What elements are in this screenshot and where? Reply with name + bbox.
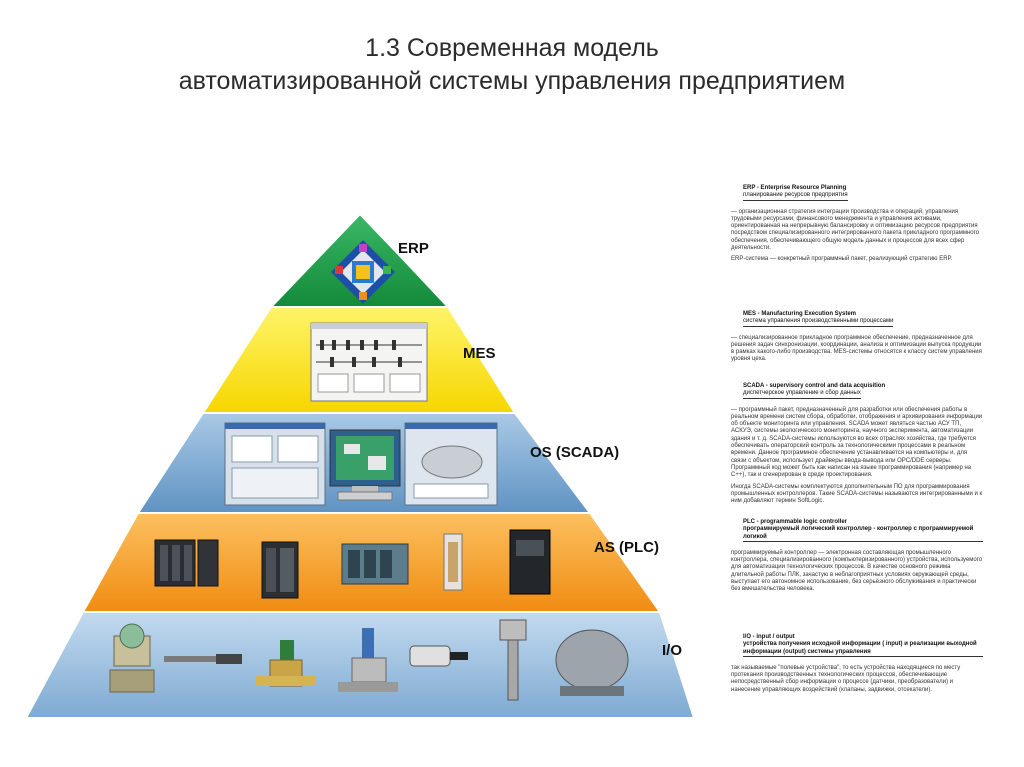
scada-note: Иногда SCADA-системы комплектуются допол… <box>731 483 983 505</box>
plc-subheading: программируемый логический контроллер - … <box>743 526 983 542</box>
plc-body: программируемый контроллер — электронная… <box>731 549 983 593</box>
erp-heading: ERP - Enterprise Resource Planning <box>743 185 847 191</box>
io-heading: I/O - input / output <box>743 634 795 640</box>
erp-note: ERP-система — конкретный программный пак… <box>731 256 953 263</box>
slide-title-line2: автоматизированной системы управления пр… <box>178 67 846 95</box>
scada-subheading: диспетчерское управление и сбор данных <box>743 390 861 399</box>
mes-description: MES - Manufacturing Execution System сис… <box>731 311 983 364</box>
field-devices-icon <box>109 619 629 701</box>
scada-heading: SCADA - supervisory control and data acq… <box>743 383 886 389</box>
scada-body: — программный пакет, предназначенный для… <box>731 406 983 479</box>
erp-body: — организационная стратегия интеграции п… <box>731 208 980 252</box>
plc-description: PLC - programmable logic controller прог… <box>731 519 983 594</box>
mes-subheading: система управления производственными про… <box>743 318 894 327</box>
erp-description: ERP - Enterprise Resource Planning плани… <box>731 185 983 264</box>
tier-label-erp: ERP <box>398 240 429 257</box>
tier-label-scada: OS (SCADA) <box>530 444 619 461</box>
slide-title: 1.3 Современная модель автоматизированно… <box>0 32 1024 98</box>
slide-title-line1: 1.3 Современная модель <box>365 34 659 62</box>
mes-body: — специализированное прикладное программ… <box>731 334 982 363</box>
erp-subheading: планирование ресурсов предприятия <box>743 192 848 201</box>
io-description: I/O - input / output устройства получени… <box>731 634 983 694</box>
plc-hardware-icon <box>154 529 551 599</box>
tier-label-io: I/O <box>662 642 682 659</box>
scada-description: SCADA - supervisory control and data acq… <box>731 383 983 505</box>
io-subheading: устройства получения исходной информации… <box>743 641 983 657</box>
tier-label-plc: AS (PLC) <box>594 539 659 556</box>
mes-screen-icon <box>310 322 428 402</box>
scada-screens-icon <box>224 422 498 506</box>
mes-heading: MES - Manufacturing Execution System <box>743 311 857 317</box>
plc-heading: PLC - programmable logic controller <box>743 519 848 525</box>
erp-logo-icon <box>331 240 395 304</box>
io-body: так называемые "полевые устройства", то … <box>731 664 961 693</box>
tier-label-mes: MES <box>463 345 496 362</box>
